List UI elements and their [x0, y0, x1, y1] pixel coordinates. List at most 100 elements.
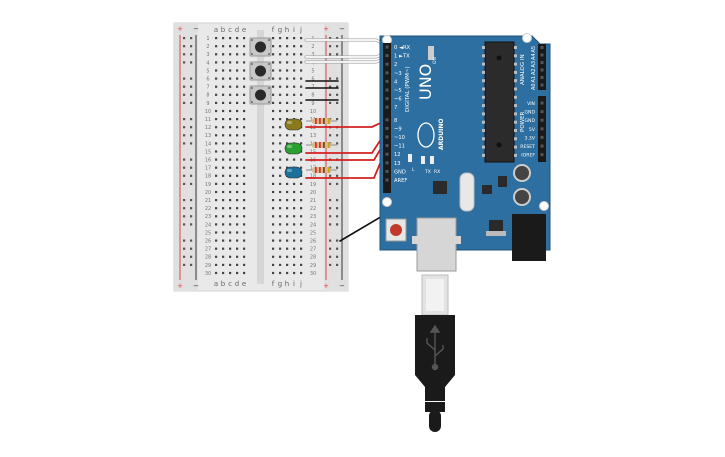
breadboard-hole: [222, 255, 225, 258]
digital-pin[interactable]: [385, 54, 389, 58]
rail-hole: [183, 93, 186, 96]
rail-hole: [183, 77, 186, 80]
analog-pin[interactable]: [540, 53, 544, 57]
digital-pin[interactable]: [385, 97, 389, 101]
breadboard-hole: [229, 199, 232, 202]
breadboard-hole: [286, 118, 289, 121]
breadboard-hole: [222, 53, 225, 56]
breadboard-hole: [243, 215, 246, 218]
breadboard-hole: [243, 166, 246, 169]
pushbutton-corner: [268, 101, 270, 103]
analog-pin[interactable]: [540, 46, 544, 49]
power-pin[interactable]: [540, 153, 544, 157]
breadboard-hole: [222, 199, 225, 202]
power-pin[interactable]: [540, 135, 544, 139]
chip-dot: [496, 55, 502, 61]
digital-pin[interactable]: [385, 161, 389, 165]
digital-pin[interactable]: [385, 118, 389, 122]
resistor-2: [306, 142, 337, 148]
power-pin[interactable]: [540, 118, 544, 122]
breadboard-hole: [243, 101, 246, 104]
power-pin[interactable]: [540, 101, 544, 105]
breadboard-hole: [279, 93, 282, 96]
arduino-uno[interactable]: 0 ◄RX1 ►TX2~34~5~678~9~10~111213GNDAREFD…: [379, 33, 551, 272]
power-pin-label: 5V: [529, 127, 536, 133]
analog-pin[interactable]: [540, 68, 544, 72]
regulator: [489, 220, 503, 232]
digital-pin[interactable]: [385, 105, 389, 109]
led-highlight: [287, 169, 292, 172]
led-3[interactable]: [284, 166, 303, 179]
row-number-right: 22: [310, 206, 316, 212]
digital-pin[interactable]: [385, 144, 389, 148]
breadboard-hole: [286, 223, 289, 226]
breadboard-hole: [272, 53, 275, 56]
digital-pin-label: ~11: [394, 144, 405, 150]
power-pin[interactable]: [540, 110, 544, 114]
digital-pin[interactable]: [385, 88, 389, 92]
breadboard-hole: [215, 150, 218, 153]
analog-pin[interactable]: [540, 61, 544, 64]
chip-pin: [514, 70, 517, 74]
breadboard-hole: [222, 134, 225, 137]
status-led-label: RX: [434, 169, 440, 175]
row-number-right: 28: [310, 255, 316, 261]
breadboard-hole: [243, 223, 246, 226]
power-pin[interactable]: [540, 127, 544, 131]
led-1[interactable]: [284, 118, 303, 131]
capacitor: [513, 164, 531, 182]
analog-pin[interactable]: [540, 83, 544, 87]
digital-pin[interactable]: [385, 126, 389, 130]
breadboard-hole: [272, 85, 275, 88]
pushbutton-1[interactable]: [249, 37, 272, 57]
dc-jack[interactable]: [512, 214, 546, 261]
digital-pin[interactable]: [385, 152, 389, 156]
rail-hole: [329, 134, 332, 137]
reset-button[interactable]: [390, 224, 402, 236]
breadboard-hole: [272, 45, 275, 48]
breadboard-hole: [243, 182, 246, 185]
breadboard-hole: [243, 53, 246, 56]
breadboard-hole: [229, 69, 232, 72]
usb-strain-relief: [425, 385, 445, 401]
breadboard-hole: [215, 53, 218, 56]
digital-pin[interactable]: [385, 169, 389, 173]
breadboard-hole: [229, 247, 232, 250]
breadboard-hole: [215, 255, 218, 258]
digital-pin[interactable]: [385, 178, 389, 182]
digital-pin[interactable]: [385, 135, 389, 139]
analog-pin[interactable]: [540, 76, 544, 79]
breadboard-hole: [300, 69, 303, 72]
rail-hole: [329, 53, 332, 56]
breadboard-hole: [272, 69, 275, 72]
usb-strain-relief: [425, 402, 445, 412]
row-number-right: 2: [311, 44, 314, 50]
breadboard-hole: [279, 77, 282, 80]
chip-pin: [514, 54, 517, 58]
status-led: [408, 154, 412, 162]
digital-pin[interactable]: [385, 71, 389, 75]
breadboard-hole: [243, 134, 246, 137]
digital-pin[interactable]: [385, 45, 389, 49]
breadboard-hole: [215, 142, 218, 145]
chip-pin: [482, 129, 485, 132]
breadboard-hole: [236, 199, 239, 202]
row-number-left: 3: [206, 52, 209, 58]
small-chip: [482, 185, 492, 194]
pushbutton-3[interactable]: [249, 85, 272, 105]
resistor-band: [319, 167, 321, 173]
digital-pin[interactable]: [385, 79, 389, 83]
digital-pin[interactable]: [385, 62, 389, 66]
pushbutton-corner: [251, 87, 253, 89]
usb-cable[interactable]: [415, 274, 455, 432]
row-number-right: 21: [310, 198, 316, 204]
column-letter-top: j: [299, 26, 302, 34]
pushbutton-2[interactable]: [249, 61, 272, 81]
power-pin[interactable]: [540, 144, 544, 148]
led-2[interactable]: [284, 142, 303, 155]
usb-port[interactable]: [416, 217, 457, 272]
row-number-right: 20: [310, 190, 316, 196]
breadboard-hole: [215, 85, 218, 88]
breadboard-hole: [272, 215, 275, 218]
